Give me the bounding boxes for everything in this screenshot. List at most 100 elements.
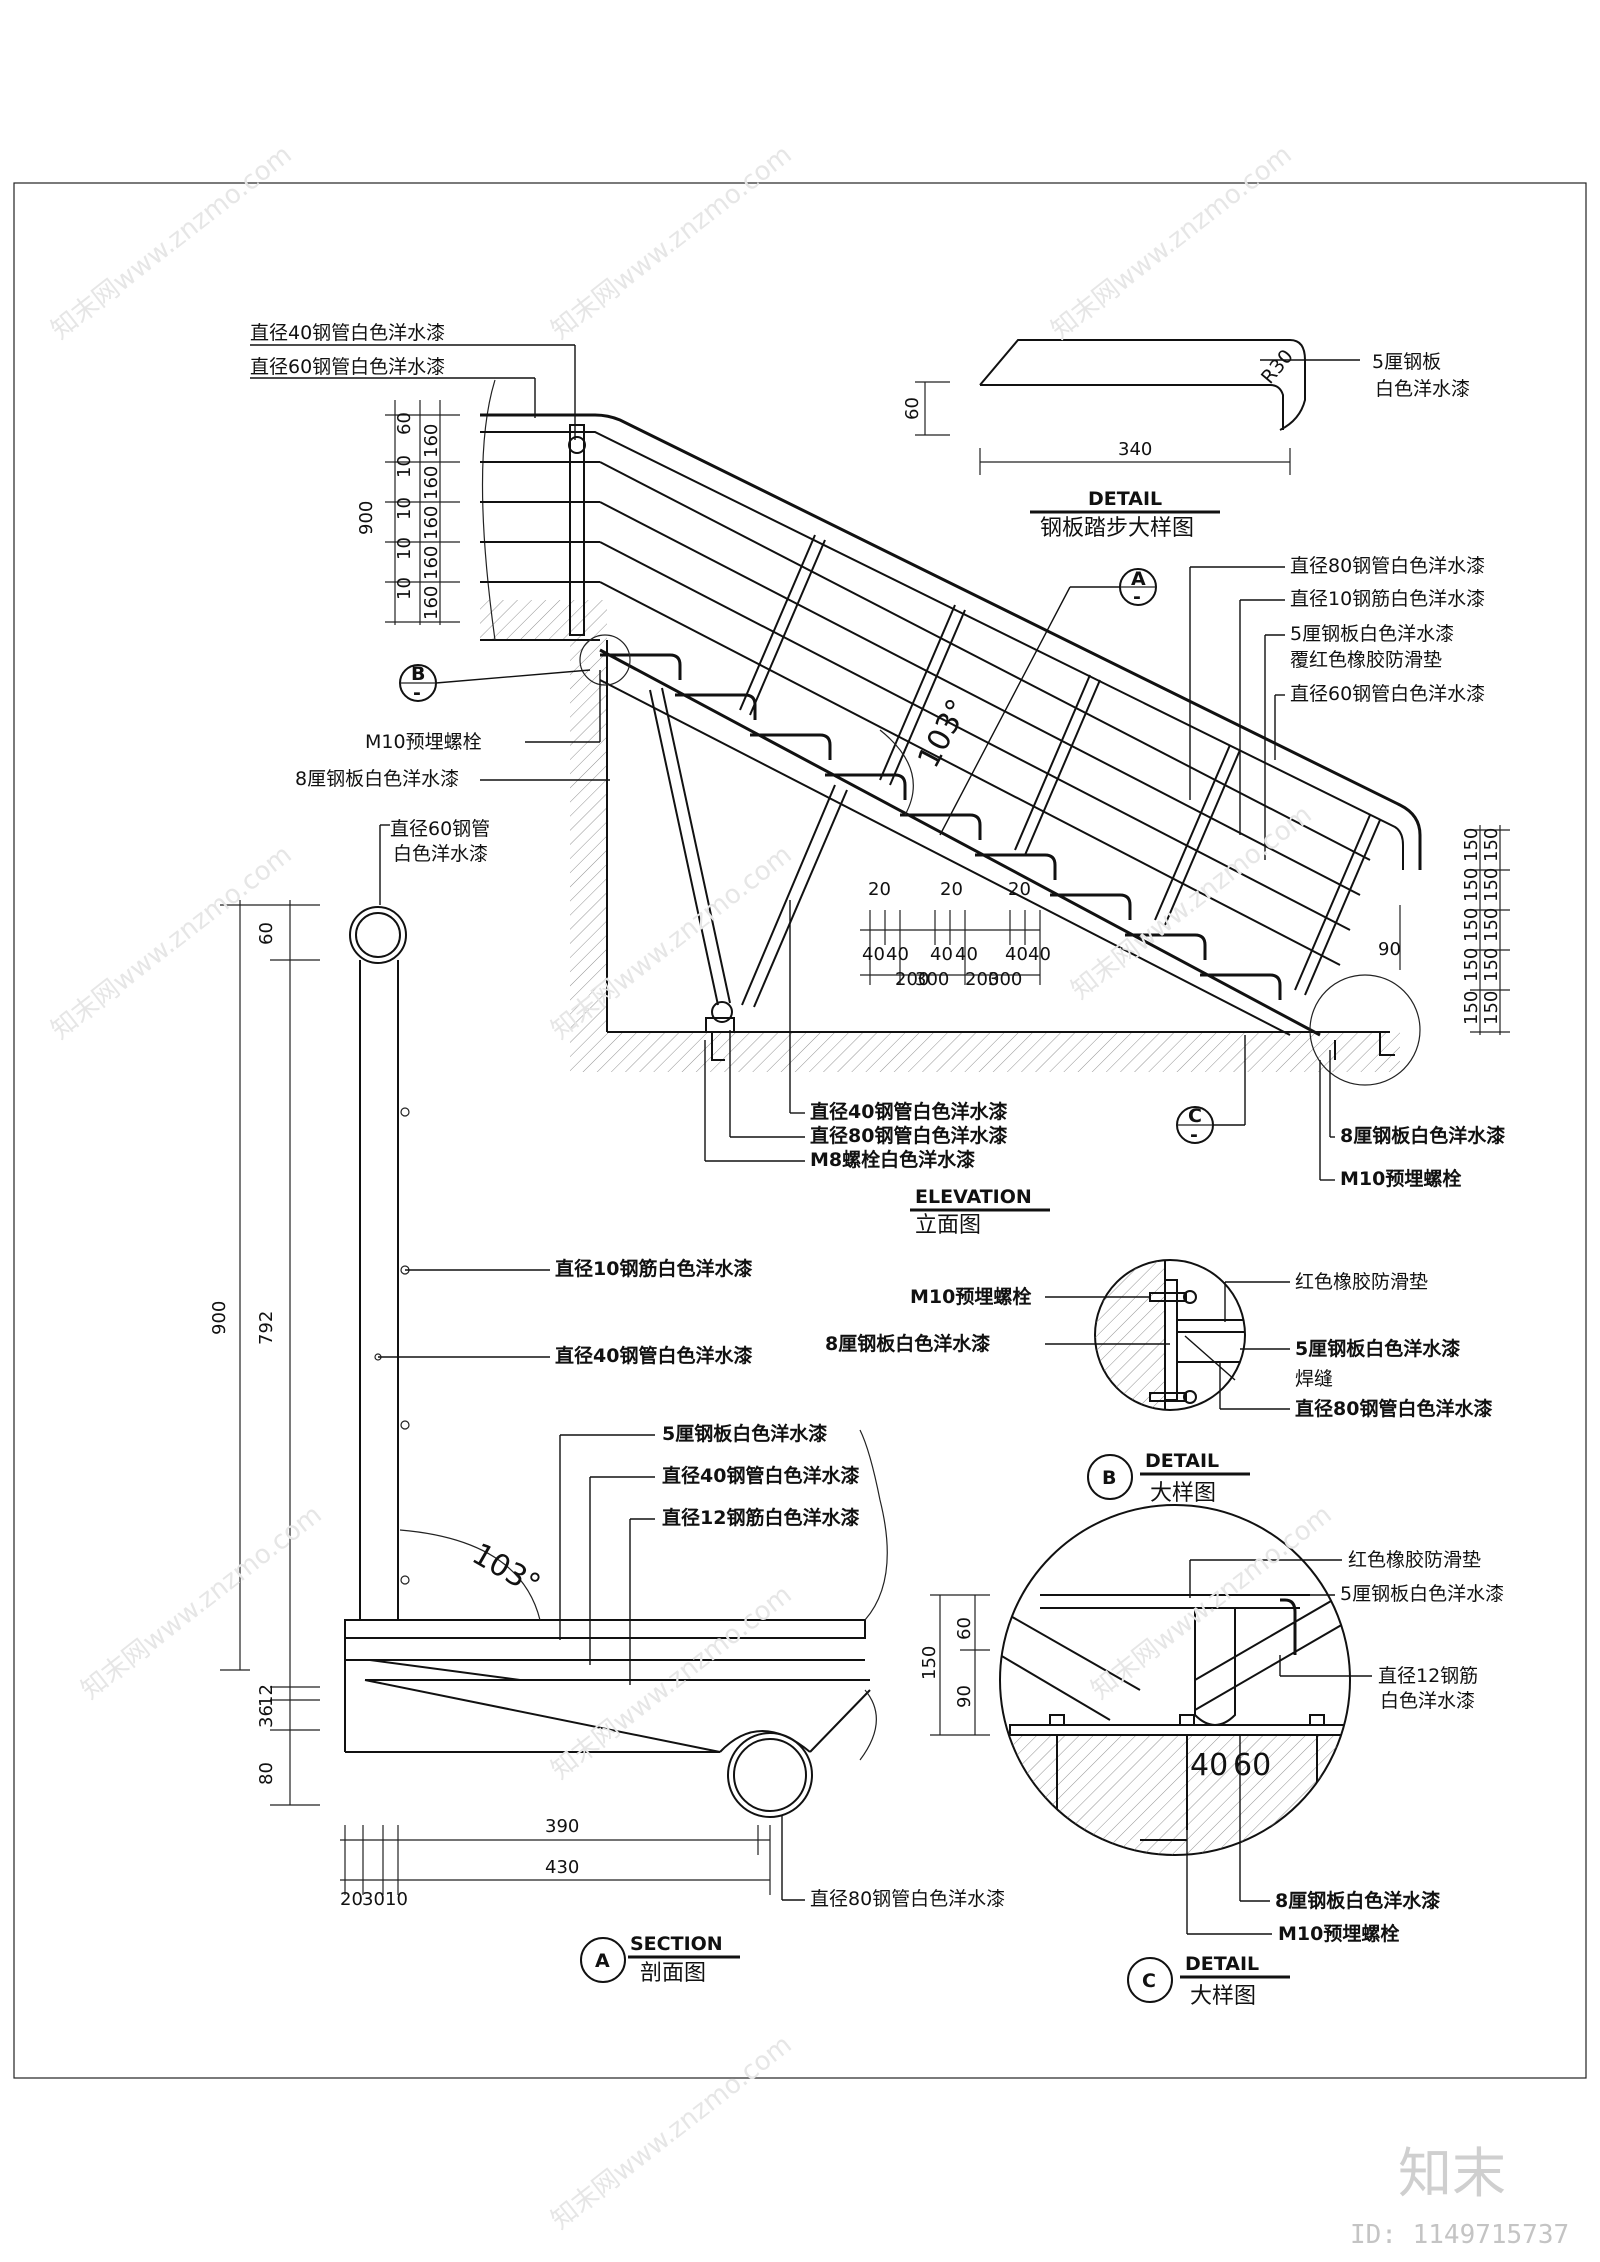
sec-dim-12: 12 <box>256 1684 277 1707</box>
watermark-text-8: 知末网www.znzmo.com <box>546 1580 798 1786</box>
elev-dim-160d: 160 <box>421 546 442 580</box>
detc-label-plate8: 8厘钢板白色洋水漆 <box>1275 1889 1440 1912</box>
sec-label-pipe40: 直径40钢管白色洋水漆 <box>555 1344 752 1367</box>
detail-c: 40 60 150 60 90 红色橡胶防滑垫 5厘钢板白色洋水漆 直径12钢筋… <box>919 1504 1504 2009</box>
section-horizontal-dims: 390 430 20 30 10 <box>340 1816 771 1910</box>
tread-radius: R30 <box>1257 345 1298 388</box>
elevation-subtitle: 立面图 <box>915 1213 981 1238</box>
marker-a-section: A SECTION 剖面图 <box>580 1933 740 1986</box>
elevation-ground-hatch <box>570 1032 1400 1072</box>
elev-label-pipe40-top: 直径40钢管白色洋水漆 <box>250 322 445 344</box>
elevation-right-dims: 150 150 150 150 150 150 150 150 150 150 … <box>1378 825 1510 1035</box>
marker-c-elevation: C - <box>1176 1035 1246 1146</box>
detb-label-pipe80: 直径80钢管白色洋水漆 <box>1295 1397 1492 1420</box>
sheet-frame <box>13 182 1587 2079</box>
elev-dim-10b: 10 <box>394 497 415 520</box>
elev-label-bar10: 直径10钢筋白色洋水漆 <box>1290 588 1485 610</box>
elev-label-bot-m8: M8螺栓白色洋水漆 <box>810 1148 975 1171</box>
tread-label-1: 5厘钢板 <box>1372 351 1441 373</box>
elev-r-150f: 150 <box>1481 828 1502 862</box>
elev-r-150i: 150 <box>1481 948 1502 982</box>
sec-dim-792: 792 <box>256 1311 277 1345</box>
detc-label-plate5: 5厘钢板白色洋水漆 <box>1340 1583 1504 1605</box>
elev-dim-60: 60 <box>394 412 415 435</box>
elevation-angle: 103° <box>911 694 976 774</box>
detb-label-m10: M10预埋螺栓 <box>910 1285 1031 1308</box>
elev-d20b: 20 <box>940 879 963 900</box>
elev-dim-900: 900 <box>356 501 377 535</box>
marker-a-dash: - <box>1133 586 1141 608</box>
sec-dim-36: 36 <box>256 1705 277 1728</box>
sec-dim-430: 430 <box>545 1857 579 1878</box>
watermark-text-6: 知末网www.znzmo.com <box>1066 800 1318 1006</box>
section-angle: 103° <box>466 1537 546 1603</box>
detail-b-subtitle: 大样图 <box>1150 1481 1216 1506</box>
detb-label-weld: 焊缝 <box>1295 1368 1333 1390</box>
elev-dim-10c: 10 <box>394 537 415 560</box>
elevation-step-dims: 20 20 20 40 40 40 40 40 40 200 300 200 3… <box>860 879 1051 990</box>
sec-label-plate5: 5厘钢板白色洋水漆 <box>662 1422 827 1445</box>
section-subtitle: 剖面图 <box>640 1961 706 1986</box>
detc-dim-90: 90 <box>954 1685 975 1708</box>
elev-dim-160c: 160 <box>421 506 442 540</box>
elevation-treads <box>600 653 1282 1000</box>
detail-b-marker: B <box>1102 1467 1116 1489</box>
sec-label-bar10: 直径10钢筋白色洋水漆 <box>555 1257 752 1280</box>
elev-label-pipe60-top: 直径60钢管白色洋水漆 <box>250 356 445 378</box>
elev-d20a: 20 <box>868 879 891 900</box>
watermark-text-3: 知末网www.znzmo.com <box>1046 140 1298 346</box>
elev-r-150e: 150 <box>1461 991 1482 1025</box>
watermark-id: ID: 1149715737 <box>1350 2220 1569 2250</box>
elev-r-150c: 150 <box>1461 908 1482 942</box>
detail-b: M10预埋螺栓 8厘钢板白色洋水漆 红色橡胶防滑垫 5厘钢板白色洋水漆 焊缝 直… <box>825 1259 1492 1506</box>
section-marker: A <box>595 1950 610 1972</box>
elev-label-plate5-b: 覆红色橡胶防滑垫 <box>1290 649 1442 671</box>
marker-b-elevation: B - <box>399 663 591 704</box>
elev-d40b: 40 <box>886 944 909 965</box>
elev-d40f: 40 <box>1028 944 1051 965</box>
elev-d200a: 200 <box>895 969 929 990</box>
elevation-wall-hatch <box>570 640 607 1032</box>
elev-d40a: 40 <box>862 944 885 965</box>
elev-dim-10d: 10 <box>394 577 415 600</box>
elev-r-90: 90 <box>1378 939 1401 960</box>
section-view: 直径60钢管 白色洋水漆 103° 60 <box>209 818 1005 1986</box>
detb-label-rubber: 红色橡胶防滑垫 <box>1295 1271 1428 1293</box>
elev-label-pipe80: 直径80钢管白色洋水漆 <box>1290 555 1485 577</box>
sec-label-bar12: 直径12钢筋白色洋水漆 <box>662 1506 859 1529</box>
detail-c-title: DETAIL <box>1185 1953 1259 1975</box>
section-title: SECTION <box>630 1933 723 1955</box>
elev-dim-160e: 160 <box>421 586 442 620</box>
elev-r-150h: 150 <box>1481 908 1502 942</box>
elev-label-bot-pipe40: 直径40钢管白色洋水漆 <box>810 1100 1007 1123</box>
elev-d20c: 20 <box>1008 879 1031 900</box>
elevation-title: ELEVATION <box>915 1186 1032 1208</box>
tread-detail: R30 5厘钢板 白色洋水漆 60 340 DETAIL 钢板踏步大样图 <box>902 339 1470 541</box>
elev-label-right-m10: M10预埋螺栓 <box>1340 1167 1461 1190</box>
sec-dim-20: 20 <box>340 1889 363 1910</box>
sec-label-pipe80: 直径80钢管白色洋水漆 <box>810 1888 1005 1910</box>
detail-c-dim-60: 60 <box>1233 1748 1271 1783</box>
detail-b-title: DETAIL <box>1145 1450 1219 1472</box>
elev-dim-10a: 10 <box>394 455 415 478</box>
sec-dim-80: 80 <box>256 1762 277 1785</box>
watermark-brand: 知末 <box>1398 2142 1506 2205</box>
elev-label-m10: M10预埋螺栓 <box>365 731 482 753</box>
watermark-text-1: 知末网www.znzmo.com <box>46 140 298 346</box>
elev-label-plate8: 8厘钢板白色洋水漆 <box>295 768 459 790</box>
sec-label-pipe60-b: 白色洋水漆 <box>393 843 488 865</box>
sec-dim-900: 900 <box>209 1301 230 1335</box>
elev-r-150d: 150 <box>1461 948 1482 982</box>
detc-dim-150: 150 <box>919 1646 940 1680</box>
detail-c-dim-40: 40 <box>1190 1748 1228 1783</box>
marker-b-dash: - <box>413 682 421 704</box>
elev-label-right-plate8: 8厘钢板白色洋水漆 <box>1340 1124 1505 1147</box>
detb-label-plate8: 8厘钢板白色洋水漆 <box>825 1332 990 1355</box>
marker-a-elevation: A - <box>939 568 1157 836</box>
elev-dim-160b: 160 <box>421 466 442 500</box>
sec-dim-60: 60 <box>256 922 277 945</box>
sec-label-pipe40-b: 直径40钢管白色洋水漆 <box>662 1464 859 1487</box>
tread-dim-w: 340 <box>1118 439 1152 460</box>
tread-detail-subtitle: 钢板踏步大样图 <box>1040 516 1194 541</box>
elevation-left-dims: 900 60 10 10 10 10 160 160 160 160 160 <box>356 400 460 625</box>
